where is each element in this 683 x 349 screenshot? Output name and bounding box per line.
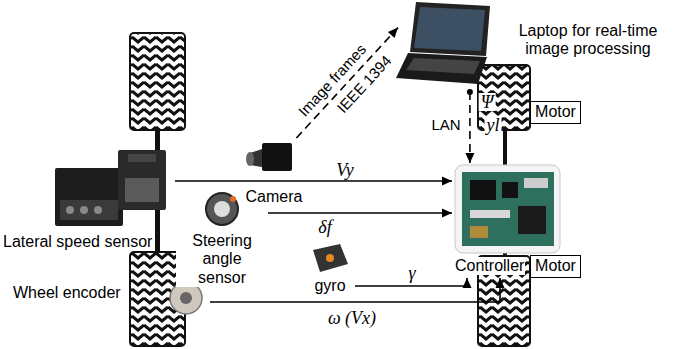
sensor-node: Wheel encoder <box>12 278 210 320</box>
signal-label: ω (Vx) <box>326 309 378 327</box>
motor-box: Motor <box>530 255 581 278</box>
signal-connector <box>175 177 452 186</box>
signal-label: Vy <box>334 161 355 179</box>
sensor-panel <box>60 200 118 220</box>
motor-box: Motor <box>530 101 581 124</box>
component <box>470 226 488 238</box>
camera-body <box>262 143 292 171</box>
camera-lens-ring <box>246 152 254 166</box>
laptop-keyboard <box>406 58 480 74</box>
chip <box>470 180 496 200</box>
chip <box>502 182 518 198</box>
steering-sensor-mark <box>230 196 236 202</box>
header <box>524 178 548 188</box>
chip <box>518 206 546 234</box>
arrow-head <box>463 278 472 288</box>
node-label: Controller <box>454 257 525 275</box>
node-label: Laptop for real-time image processing <box>503 22 673 59</box>
symbol-label: yl <box>485 116 502 134</box>
node-label: Wheel encoder <box>12 284 122 302</box>
gyro-body <box>313 244 348 272</box>
node-label: Steering angle sensor <box>176 232 268 287</box>
signal-connector <box>268 209 452 218</box>
arrow-head <box>496 278 505 288</box>
sensor-cap <box>128 154 156 162</box>
laptop-screen <box>410 2 490 56</box>
tire <box>130 33 185 130</box>
steering-sensor-hub <box>214 201 230 217</box>
sensor-window <box>125 178 159 202</box>
signal-connector <box>296 28 398 138</box>
node-label: Camera <box>242 188 306 206</box>
connector <box>80 206 88 214</box>
connector <box>94 206 102 214</box>
controller-frame <box>455 165 560 253</box>
sensor-node: Lateral speed sensor <box>2 145 175 252</box>
wheel-encoder-hub <box>180 292 192 304</box>
controller-board <box>462 172 554 246</box>
arrow-head <box>388 28 398 38</box>
connector-line <box>296 28 398 138</box>
sensor-node: Steering angle sensor <box>176 192 268 290</box>
symbol-label: Ψ <box>479 93 496 111</box>
laptop-node: Laptop for real-time image processing <box>398 0 680 92</box>
signal-label: γ <box>406 264 417 282</box>
signal-label: δf <box>316 218 333 236</box>
connector-line <box>175 180 452 182</box>
sensor-head <box>118 150 166 210</box>
node-label: Lateral speed sensor <box>2 233 153 251</box>
gyro-mark <box>326 254 334 262</box>
laptop-display <box>414 7 485 51</box>
signal-connector <box>465 89 474 163</box>
laptop-base <box>396 53 487 84</box>
sensor-node: gyro <box>305 240 355 296</box>
node-label: Motor <box>535 257 576 275</box>
header <box>470 210 510 218</box>
start-dot <box>467 89 473 95</box>
connector <box>66 206 74 214</box>
signal-label: LAN <box>429 117 462 132</box>
arrow-head <box>442 209 452 218</box>
camera-node: Camera <box>242 138 306 209</box>
connector-line <box>469 92 471 163</box>
node-label: Motor <box>535 103 576 121</box>
sensor-unit <box>55 168 123 226</box>
connector-line <box>268 212 452 214</box>
arrow-head <box>465 153 474 163</box>
arrow-head <box>442 177 452 186</box>
node-label: gyro <box>305 277 355 295</box>
steering-sensor <box>206 193 238 225</box>
